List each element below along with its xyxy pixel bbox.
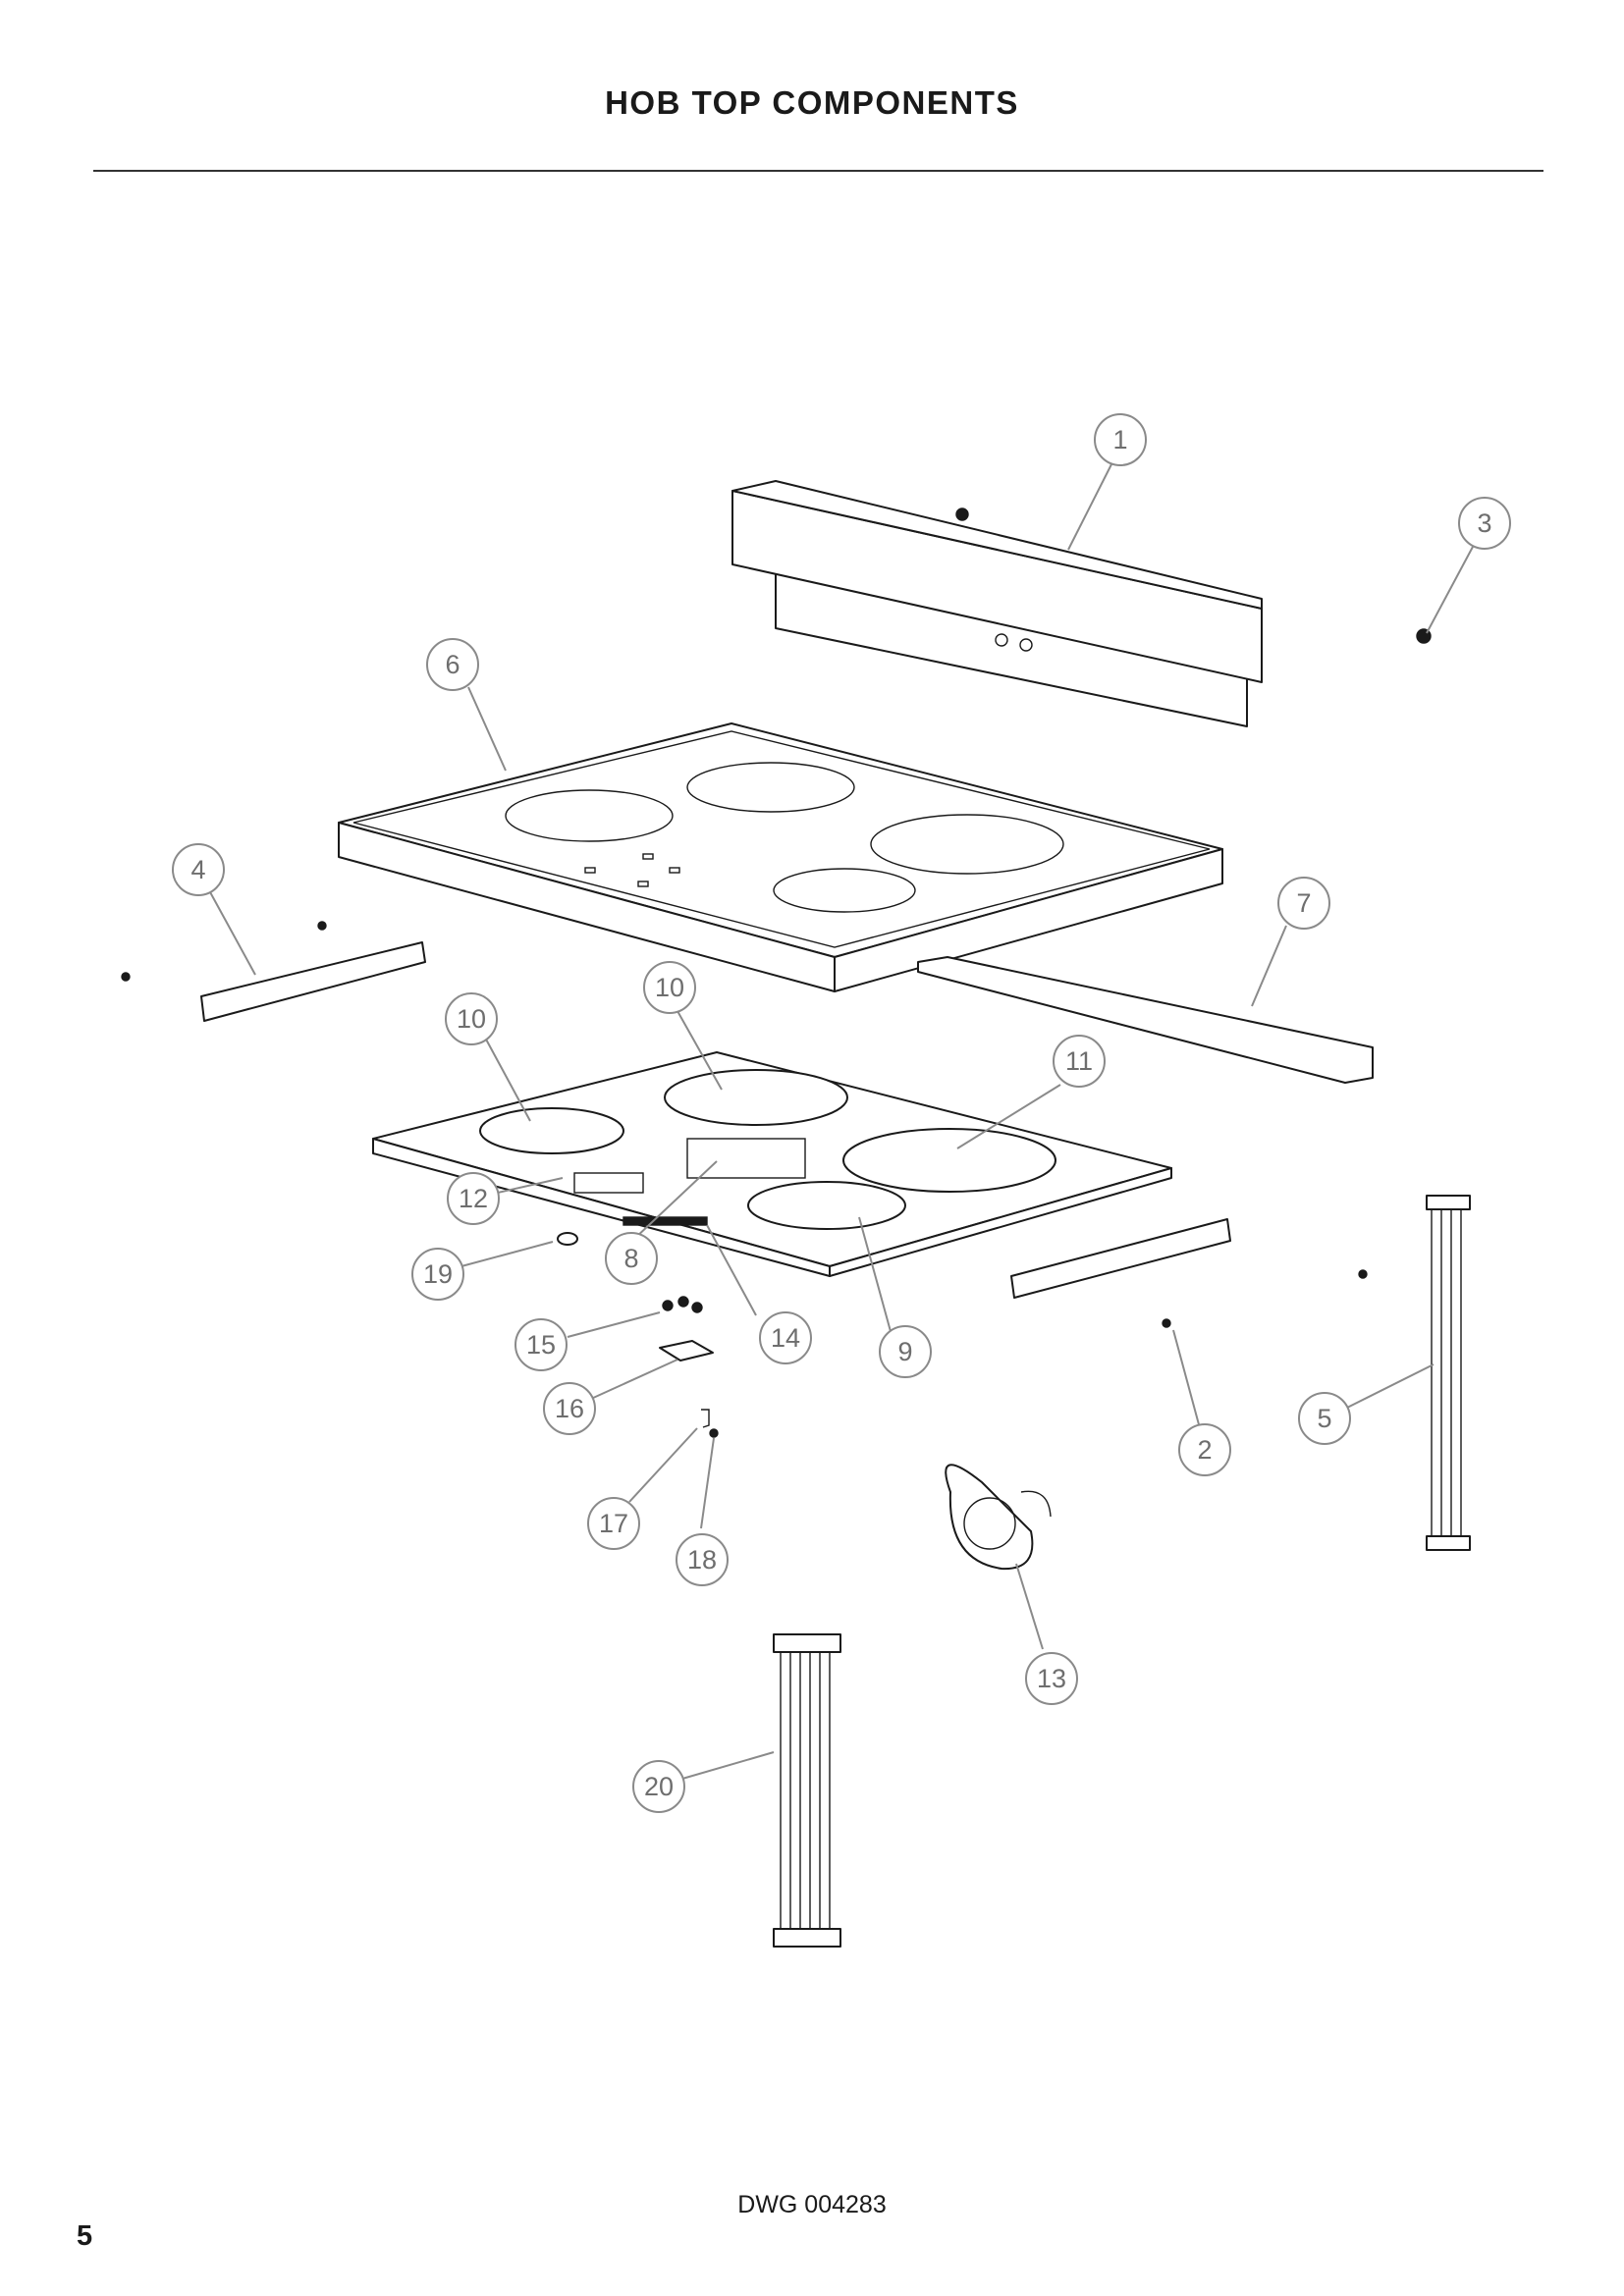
callout-8: 8 [605,1232,658,1285]
callout-3: 3 [1458,497,1511,550]
part-knob [557,1232,578,1246]
callout-14: 14 [759,1311,812,1364]
callout-11-label: 11 [1065,1046,1093,1076]
callout-2-label: 2 [1197,1435,1212,1465]
callout-6-label: 6 [445,650,460,679]
callout-10a: 10 [445,992,498,1045]
callout-15-label: 15 [526,1330,556,1360]
callout-18-label: 18 [687,1545,717,1575]
part-ribbon-cable-right [1358,1195,1471,1551]
callout-12-label: 12 [459,1184,488,1213]
part-control-panel [731,480,1263,727]
callout-1-label: 1 [1112,425,1127,454]
part-right-rail [917,956,1374,1084]
header-divider [93,170,1543,172]
callout-10b-label: 10 [655,973,684,1002]
part-left-bracket [121,921,426,1022]
callout-19: 19 [411,1248,464,1301]
callout-10a-label: 10 [457,1004,486,1034]
part-screw-2 [1162,1318,1171,1328]
callout-19-label: 19 [423,1259,453,1289]
callout-9-label: 9 [897,1337,912,1366]
callout-10b: 10 [643,961,696,1014]
leader-lines [208,463,1474,1780]
callout-8-label: 8 [623,1244,638,1273]
part-screw [709,1428,719,1438]
callout-13-label: 13 [1037,1664,1066,1693]
callout-7-label: 7 [1296,888,1311,918]
callout-16: 16 [543,1382,596,1435]
part-glass-cooktop [338,722,1223,992]
part-connector-strip [623,1216,708,1226]
part-ribbon-cable-bottom [773,1633,841,1948]
callout-9: 9 [879,1325,932,1378]
part-small-plate [659,1340,714,1362]
callout-11: 11 [1053,1035,1106,1088]
callout-13: 13 [1025,1652,1078,1705]
callout-2: 2 [1178,1423,1231,1476]
page-number: 5 [77,2220,93,2252]
callout-4-label: 4 [190,855,205,884]
callout-15: 15 [514,1318,568,1371]
callout-1: 1 [1094,413,1147,466]
callout-3-label: 3 [1477,508,1491,538]
callout-18: 18 [676,1533,729,1586]
callout-16-label: 16 [555,1394,584,1423]
callout-4: 4 [172,843,225,896]
callout-12: 12 [447,1172,500,1225]
page-title: HOB TOP COMPONENTS [605,84,1019,121]
callout-14-label: 14 [771,1323,800,1353]
part-fan [945,1464,1052,1571]
part-clip [701,1409,710,1428]
drawing-number: DWG 004283 [737,2191,887,2218]
callout-5-label: 5 [1317,1404,1331,1433]
callout-20-label: 20 [644,1772,674,1801]
callout-5: 5 [1298,1392,1351,1445]
callout-17: 17 [587,1497,640,1550]
callout-7: 7 [1277,877,1330,930]
part-induction-base [372,1051,1172,1277]
part-screws [662,1296,703,1313]
callout-6: 6 [426,638,479,691]
callout-17-label: 17 [599,1509,628,1538]
part-right-lower-bracket [1010,1218,1231,1299]
callout-20: 20 [632,1760,685,1813]
